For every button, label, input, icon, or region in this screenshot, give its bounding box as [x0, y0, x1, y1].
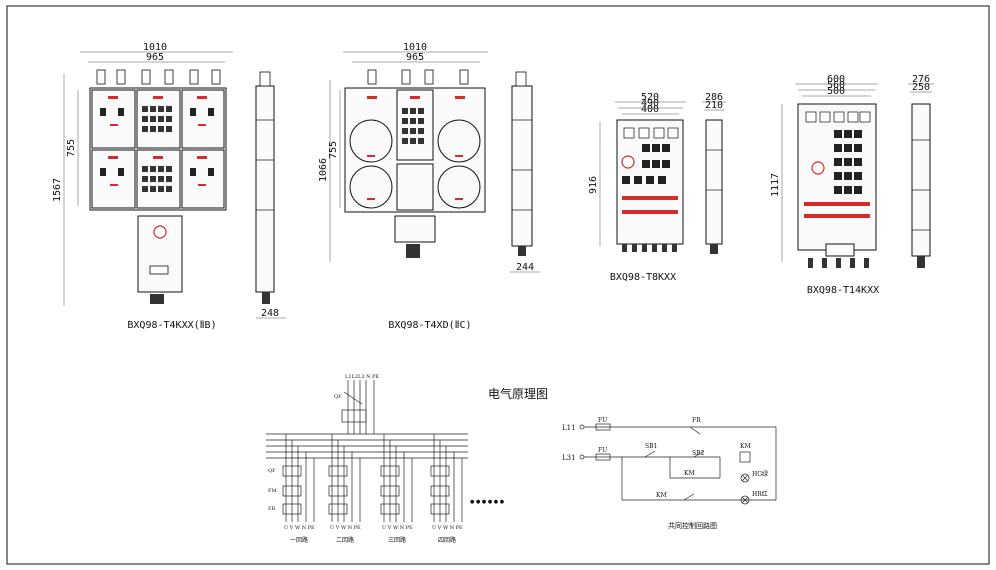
- dim-t4kxx-side-depth: 248: [261, 308, 279, 319]
- dim-t8kxx-w1: 520: [641, 92, 659, 103]
- qf-label: QF: [334, 394, 342, 400]
- dim-t8kxx-side2: 210: [705, 100, 723, 111]
- hr-red-label: HR红: [752, 490, 768, 498]
- terminal-labels-4: U V W N PE: [432, 525, 463, 531]
- sheet-border: [6, 5, 990, 565]
- dim-t4kxx-width-inner: 965: [146, 52, 164, 63]
- fr-label: FR: [268, 506, 275, 512]
- dim-t4xd-width-outer: 1010: [403, 42, 427, 53]
- fu2-label: FU: [598, 447, 607, 454]
- dim-t14kxx-w1: 600: [827, 74, 845, 85]
- fr-contact-label: FR: [692, 417, 701, 424]
- fm-label: FM: [268, 488, 277, 494]
- control-title: 共同控制回路图: [668, 521, 717, 530]
- caption-t4kxx: BXQ98-T4KXX(ⅡB): [127, 320, 216, 331]
- l11-label: L11: [562, 424, 576, 432]
- drawing-t4xd: 1010 965 1066 755: [318, 42, 540, 331]
- dim-t4kxx-height-upper: 755: [66, 139, 77, 157]
- caption-t14kxx: BXQ98-T14KXX: [807, 285, 879, 296]
- dim-t4kxx-width-outer: 1010: [143, 42, 167, 53]
- dim-t14kxx-w2: 560: [827, 80, 845, 91]
- circuit-label-4: 四回路: [438, 536, 456, 544]
- dim-t4xd-height-inner: 755: [328, 141, 339, 159]
- terminal-labels-3: U V W N PE: [382, 525, 413, 531]
- dim-t4xd-height: 1066: [318, 158, 329, 182]
- dim-t4xd-side-depth: 244: [516, 262, 534, 273]
- terminal-labels-2: U V W N PE: [330, 525, 361, 531]
- drawing-t14kxx: 600 560 500 1117 276 250: [770, 74, 934, 296]
- more-circuits-ellipsis: ● ● ● ● ● ●: [470, 499, 505, 505]
- bus-labels: L1L2L3 N PE: [345, 374, 379, 380]
- sb1-label: SB1: [645, 443, 657, 450]
- km-aux-label: KM: [684, 470, 695, 477]
- dim-t14kxx-w3: 500: [827, 86, 845, 97]
- hg-green-label: HG绿: [752, 470, 768, 478]
- km-contact-label: KM: [656, 492, 667, 499]
- dim-t4xd-width-inner: 965: [406, 52, 424, 63]
- dim-t8kxx-h: 916: [588, 176, 599, 194]
- dim-t14kxx-side2: 250: [912, 82, 930, 93]
- dim-t14kxx-side1: 276: [912, 74, 930, 85]
- circuit-label-1: 一回路: [290, 536, 308, 544]
- circuit-label-2: 二回路: [336, 536, 354, 544]
- control-circuit: L11 L31 FU FU FR SB1 SB2 KM: [562, 417, 777, 530]
- electrical-schematic: 电气原理图 L1L2L3 N PE QF QF FM FR: [266, 374, 548, 544]
- drawing-t4kxx: 1010 965 1567 755: [52, 42, 286, 331]
- dim-t4kxx-height-total: 1567: [52, 178, 63, 202]
- caption-t4xd: BXQ98-T4XD(ⅡC): [388, 320, 471, 331]
- circuit-label-3: 三回路: [388, 536, 406, 544]
- km-coil-label: KM: [740, 443, 751, 450]
- terminal-labels-1: U V W N PE: [284, 525, 315, 531]
- dim-t8kxx-w2: 490: [641, 98, 659, 109]
- fu1-label: FU: [598, 417, 607, 424]
- schematic-title: 电气原理图: [488, 386, 548, 401]
- qf-row-label: QF: [268, 468, 276, 474]
- dim-t14kxx-h: 1117: [770, 173, 781, 197]
- l31-label: L31: [562, 454, 576, 462]
- caption-t8kxx: BXQ98-T8KXX: [610, 272, 676, 283]
- drawing-t8kxx: 520 490 400 916 286 210 B: [588, 92, 726, 283]
- dim-t8kxx-side1: 286: [705, 92, 723, 103]
- sb2-label: SB2: [692, 450, 705, 457]
- dim-t8kxx-w3: 400: [641, 104, 659, 115]
